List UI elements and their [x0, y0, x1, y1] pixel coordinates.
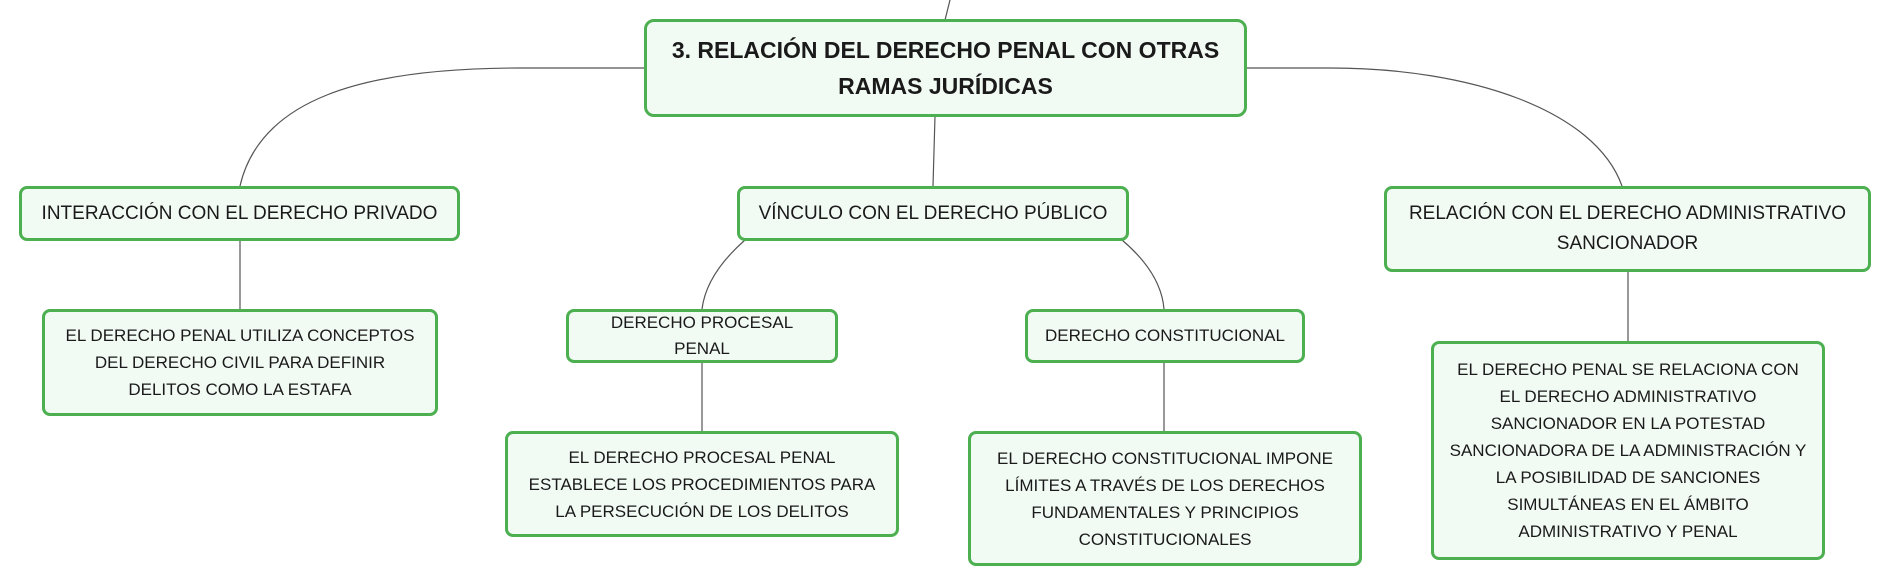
leaf-derecho-constitucional[interactable]: EL DERECHO CONSTITUCIONAL IMPONE LÍMITES… — [968, 431, 1362, 566]
leaf-derecho-civil[interactable]: EL DERECHO PENAL UTILIZA CONCEPTOS DEL D… — [42, 309, 438, 416]
edge-public-to-procesal — [701, 239, 746, 310]
branch-derecho-administrativo[interactable]: RELACIÓN CON EL DERECHO ADMINISTRATIVO S… — [1384, 186, 1871, 272]
leaf-procesal-penal[interactable]: EL DERECHO PROCESAL PENAL ESTABLECE LOS … — [505, 431, 899, 537]
leaf-derecho-administrativo[interactable]: EL DERECHO PENAL SE RELACIONA CON EL DER… — [1431, 341, 1825, 560]
node-derecho-constitucional[interactable]: DERECHO CONSTITUCIONAL — [1025, 309, 1305, 363]
node-derecho-procesal-penal[interactable]: DERECHO PROCESAL PENAL — [566, 309, 838, 363]
leaf-procesal-penal-text: EL DERECHO PROCESAL PENAL ESTABLECE LOS … — [528, 447, 876, 521]
branch-derecho-publico[interactable]: VÍNCULO CON EL DERECHO PÚBLICO — [737, 186, 1129, 241]
branch-derecho-privado[interactable]: INTERACCIÓN CON EL DERECHO PRIVADO — [19, 186, 460, 241]
branch-derecho-privado-label: INTERACCIÓN CON EL DERECHO PRIVADO — [41, 202, 438, 224]
leaf-derecho-constitucional-text: EL DERECHO CONSTITUCIONAL IMPONE LÍMITES… — [997, 448, 1333, 549]
root-node-label: 3. RELACIÓN DEL DERECHO PENAL CON OTRAS … — [671, 37, 1220, 99]
edge-public-to-constitucional — [1121, 239, 1165, 310]
edge-root-to-public — [932, 115, 936, 187]
leaf-derecho-civil-text: EL DERECHO PENAL UTILIZA CONCEPTOS DEL D… — [65, 326, 415, 399]
node-derecho-procesal-penal-label: DERECHO PROCESAL PENAL — [610, 313, 794, 358]
node-derecho-constitucional-label: DERECHO CONSTITUCIONAL — [1045, 326, 1285, 345]
leaf-derecho-administrativo-text: EL DERECHO PENAL SE RELACIONA CON EL DER… — [1449, 360, 1807, 541]
branch-derecho-publico-label: VÍNCULO CON EL DERECHO PÚBLICO — [758, 202, 1108, 224]
root-node[interactable]: 3. RELACIÓN DEL DERECHO PENAL CON OTRAS … — [644, 19, 1247, 117]
branch-derecho-administrativo-label: RELACIÓN CON EL DERECHO ADMINISTRATIVO S… — [1408, 203, 1847, 254]
edge-parent-to-root — [944, 0, 951, 21]
edge-root-to-private — [239, 67, 644, 187]
edge-root-to-administrative — [1247, 67, 1623, 187]
